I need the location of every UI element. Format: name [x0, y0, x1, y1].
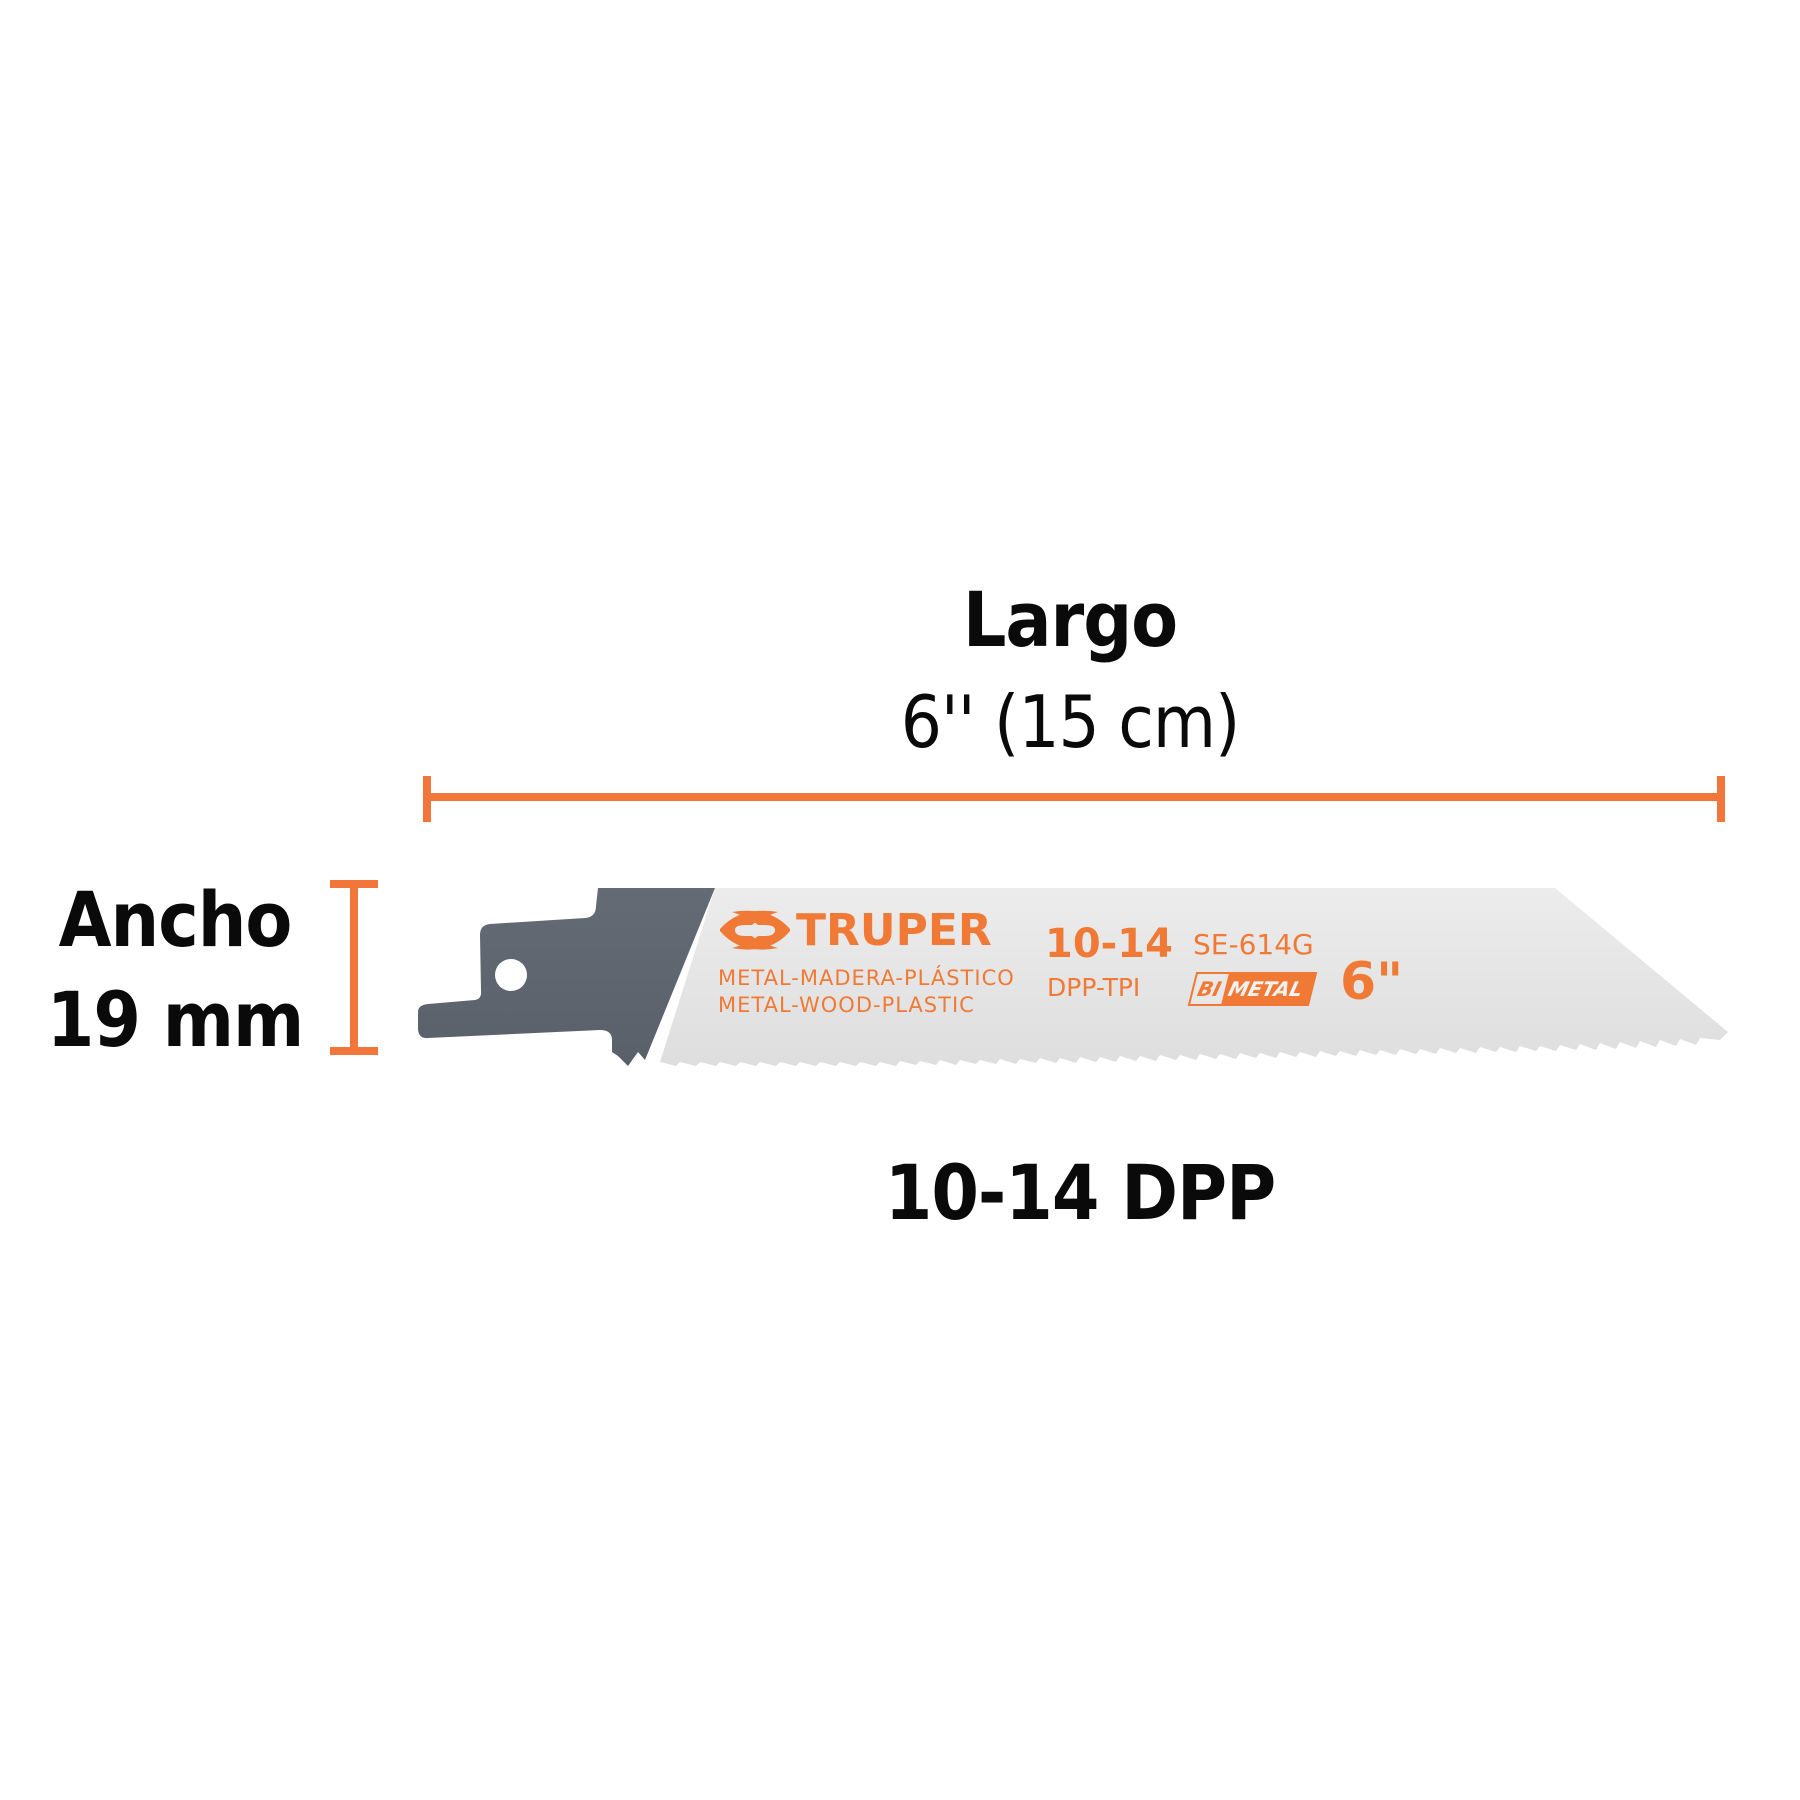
materials-english: METAL-WOOD-PLASTIC [718, 993, 975, 1017]
brand-name: TRUPER [796, 905, 992, 956]
bimetal-badge: BI METAL [1187, 972, 1318, 1006]
bimetal-metal: METAL [1225, 977, 1306, 1001]
width-value: 19 mm [46, 975, 304, 1064]
length-bracket-icon [423, 776, 1725, 822]
model-number: SE-614G [1193, 928, 1314, 961]
materials-spanish: METAL-MADERA-PLÁSTICO [718, 966, 1015, 990]
length-value: 6'' (15 cm) [900, 680, 1241, 764]
blade-size: 6" [1340, 952, 1404, 1012]
blade-tpi-value: 10-14 [1045, 921, 1173, 967]
width-title: Ancho [58, 875, 293, 964]
width-bracket-icon [330, 880, 378, 1055]
teeth-per-inch-label: 10-14 DPP [884, 1148, 1276, 1237]
length-title: Largo [962, 575, 1178, 664]
truper-logo-icon [720, 910, 790, 950]
blade-tpi-unit: DPP-TPI [1047, 973, 1141, 1002]
mounting-hole [495, 959, 527, 991]
